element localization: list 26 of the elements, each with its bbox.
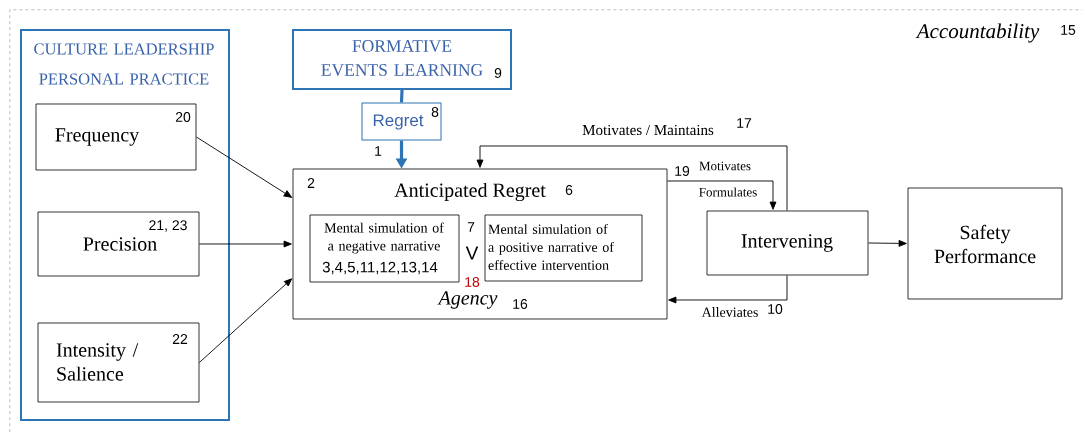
arrow	[668, 274, 788, 304]
edge-label: Motivates / Maintains	[581, 123, 715, 137]
edge-label: Alleviates	[700, 306, 760, 318]
arrow	[666, 180, 777, 210]
callout-number: 19	[675, 166, 690, 176]
callout-number: 7	[467, 222, 475, 232]
arrow	[195, 136, 292, 198]
arrow	[476, 145, 788, 212]
process-box: 20 Frequency	[35, 103, 197, 171]
process-box: 22 Intensity / Salience	[37, 322, 200, 403]
edge-label: Motivates	[698, 160, 752, 172]
process-box: 21, 23 Precision	[37, 211, 200, 277]
callout-number: 18	[465, 277, 480, 287]
arrow	[198, 278, 293, 363]
callout-number: Formulates	[699, 187, 757, 197]
inner-box: Mental simulation of a negative narrative 3,4,5,11,12,13,14	[309, 214, 460, 283]
regret-box: Regret 8	[361, 102, 442, 141]
arrow	[867, 240, 907, 247]
callout-number: V	[465, 246, 479, 260]
heading-box: FORMATIVE EVENTS LEARNING 9	[292, 29, 512, 90]
callout-number: 17	[737, 118, 752, 128]
inner-box: Mental simulation of a positive narrative of effective intervention	[484, 214, 643, 282]
callout-number: 10	[768, 304, 783, 314]
process-box: Safety Performance	[907, 187, 1063, 300]
process-box: Intervening	[706, 210, 869, 276]
arrow	[198, 240, 292, 248]
